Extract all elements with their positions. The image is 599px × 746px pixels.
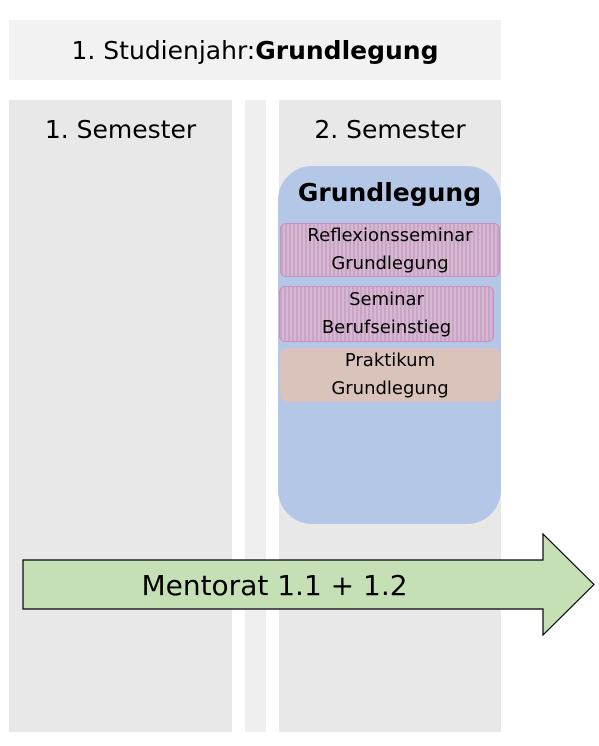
header-prefix: 1. Studienjahr: (71, 35, 256, 65)
year-header: 1. Studienjahr: Grundlegung (9, 20, 501, 80)
group-title: Grundlegung (297, 178, 482, 207)
arrow-shape (22, 533, 595, 636)
arrow-label: Mentorat 1.1 + 1.2 (141, 568, 408, 602)
column-separator (245, 100, 266, 732)
module-3-line1: Praktikum (344, 350, 436, 371)
module-2-line2: Berufseinstieg (321, 317, 452, 338)
module-1-line2: Grundlegung (331, 253, 449, 274)
grundlegung-group: Grundlegung (278, 166, 501, 524)
module-3-line2: Grundlegung (331, 378, 449, 399)
module-2-line1: Seminar (349, 289, 424, 310)
module-praktikum: Praktikum Grundlegung (280, 348, 500, 402)
header-title: Grundlegung (255, 35, 439, 65)
mentorat-arrow (22, 533, 595, 636)
semester-1-label: 1. Semester (44, 115, 197, 144)
module-reflexionsseminar: Reflexionsseminar Grundlegung (280, 223, 500, 277)
module-seminar-berufseinstieg: Seminar Berufseinstieg (279, 286, 494, 342)
module-1-line1: Reflexionsseminar (307, 225, 473, 246)
semester-2-label: 2. Semester (314, 115, 466, 144)
semester-column-1: 1. Semester (9, 100, 232, 732)
